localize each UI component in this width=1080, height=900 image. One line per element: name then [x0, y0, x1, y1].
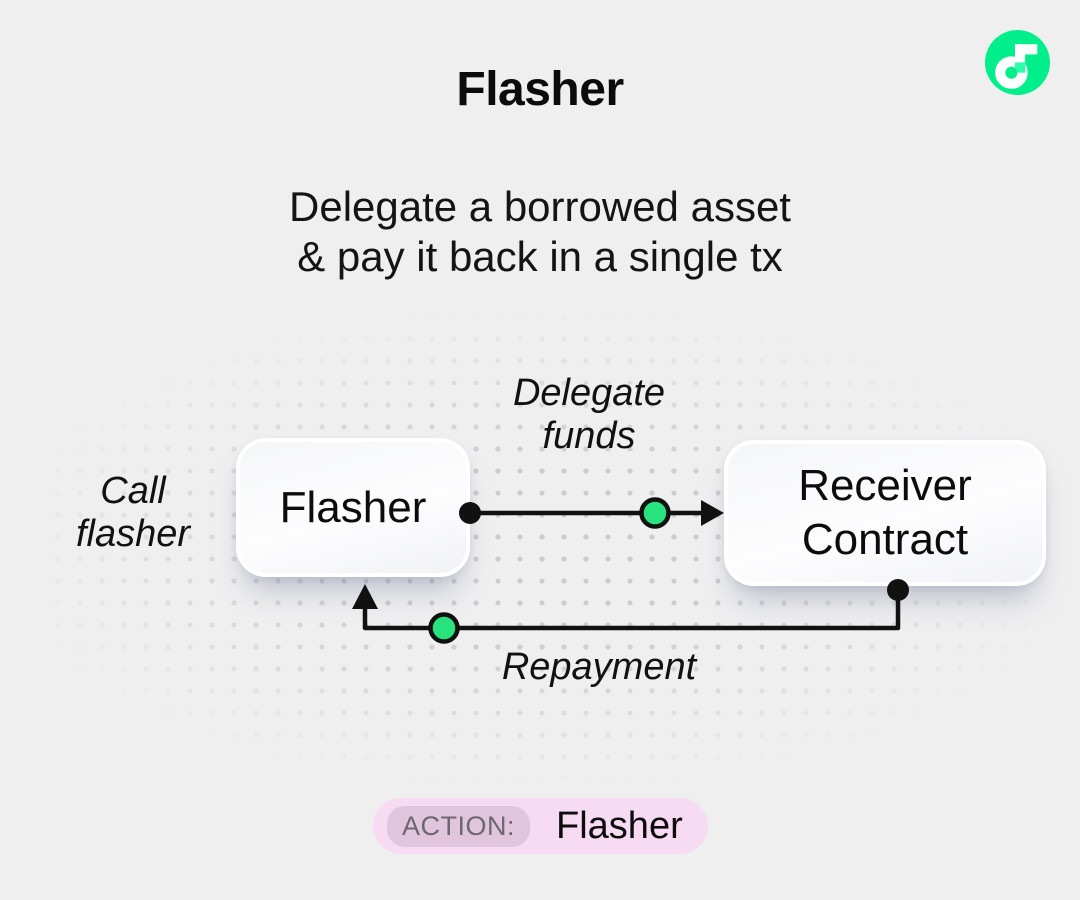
flow-logo-svg	[985, 30, 1050, 95]
call-flasher-label-line2: flasher	[75, 513, 191, 555]
subtitle-line-2: & pay it back in a single tx	[297, 233, 783, 280]
flasher-node: Flasher	[236, 438, 470, 577]
receiver-contract-node: Receiver Contract	[724, 440, 1046, 586]
receiver-node-label: Receiver Contract	[798, 459, 972, 567]
flow-logo-icon	[985, 30, 1050, 95]
action-badge: ACTION:	[387, 805, 531, 847]
receiver-node-label-line1: Receiver	[798, 461, 972, 510]
call-flasher-label: Call flasher	[76, 470, 190, 556]
delegate-funds-label-line1: Delegate	[512, 372, 666, 414]
receiver-node-label-line2: Contract	[801, 515, 969, 564]
flasher-node-label: Flasher	[279, 482, 427, 532]
page-title: Flasher	[456, 63, 624, 116]
call-flasher-label-line1: Call	[100, 470, 166, 512]
action-pill: ACTION: Flasher	[373, 798, 708, 854]
action-value: Flasher	[556, 804, 683, 847]
delegate-funds-label: Delegate funds	[513, 372, 665, 458]
delegate-funds-label-line2: funds	[542, 415, 636, 457]
repayment-label: Repayment	[501, 646, 697, 688]
subtitle-line-1: Delegate a borrowed asset	[289, 183, 791, 230]
page-subtitle: Delegate a borrowed asset & pay it back …	[0, 182, 1080, 282]
